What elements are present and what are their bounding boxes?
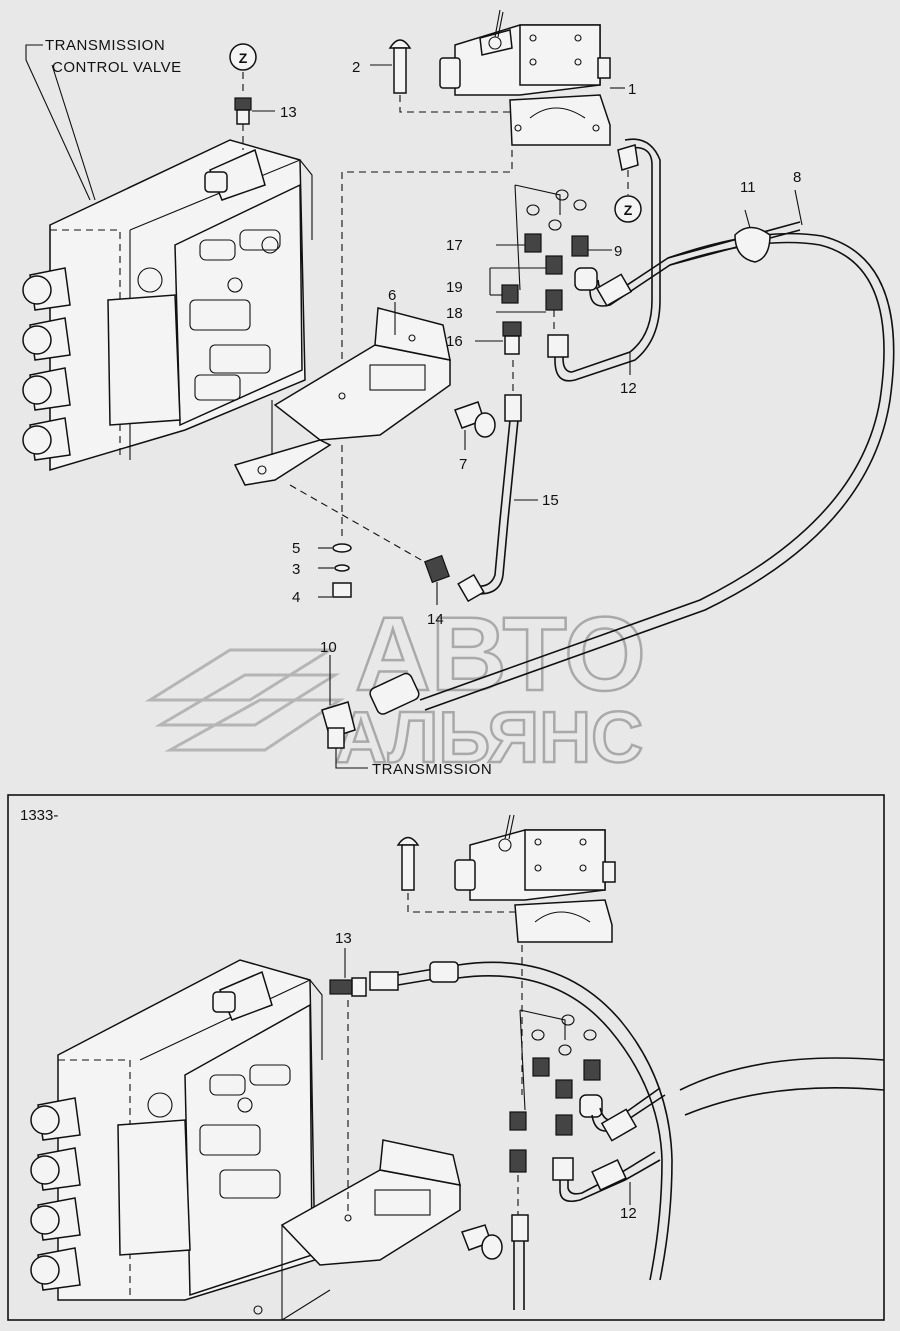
callouts-inset: 13 12: [335, 930, 637, 1222]
callout-12: 12: [620, 380, 637, 397]
callout-13: 13: [280, 104, 297, 121]
part-1-solenoid-valve: [341, 9, 625, 395]
transmission-control-valve: [22, 139, 313, 472]
callout-16: 16: [446, 333, 463, 350]
callout-8: 8: [793, 169, 801, 186]
callout-15: 15: [542, 492, 559, 509]
inset-fitting-cluster: [509, 1009, 666, 1310]
inset-callout-13: 13: [335, 930, 352, 947]
valve-spools: [22, 267, 71, 461]
callout-18: 18: [446, 305, 463, 322]
part-16-fitting: [475, 321, 522, 355]
part-8-hose: [369, 189, 895, 715]
z-marker-top-label: Z: [239, 50, 248, 66]
valve-caption-line1: TRANSMISSION: [45, 37, 165, 54]
part-2-bolt: [370, 39, 510, 113]
part-12-pipe: [547, 138, 801, 382]
part-15-tube: [457, 360, 538, 603]
part-6-bracket: [233, 302, 451, 486]
callout-1: 1: [628, 81, 636, 98]
transmission-caption: TRANSMISSION: [372, 761, 492, 778]
fitting-cluster: [489, 184, 612, 330]
callouts-top: 1 2 3 4 5 6 7 8 9 10 11 12 13 14 15 16 1…: [280, 59, 801, 656]
part-7-screw: [454, 401, 496, 450]
callout-9: 9: [614, 243, 622, 260]
callout-10: 10: [320, 639, 337, 656]
valve-caption-line2: CONTROL VALVE: [52, 59, 182, 76]
inset-solenoid-valve: [396, 814, 616, 1095]
callout-6: 6: [388, 287, 396, 304]
callout-3: 3: [292, 561, 300, 578]
callout-14: 14: [427, 611, 444, 628]
inset-bracket: [253, 1000, 503, 1321]
z-marker-right: Z: [614, 144, 642, 223]
z-marker-top: Z: [229, 43, 257, 95]
inset-line-13: [329, 948, 673, 1281]
callout-5: 5: [292, 540, 300, 557]
valve-caption: TRANSMISSION CONTROL VALVE: [25, 37, 182, 201]
callout-19: 19: [446, 279, 463, 296]
callout-2: 2: [352, 59, 360, 76]
inset-hose-8: [679, 1057, 885, 1116]
part-13-fitting: [234, 97, 275, 150]
inset-serial: 1333-: [20, 807, 58, 824]
part-10-elbow: [321, 655, 368, 769]
washer-stack: [318, 445, 352, 598]
z-marker-right-label: Z: [624, 202, 633, 218]
callout-11: 11: [740, 179, 756, 196]
callout-17: 17: [446, 237, 463, 254]
inset-frame: 1333-: [7, 794, 885, 1321]
inset-callout-12: 12: [620, 1205, 637, 1222]
part-14-fitting: [289, 484, 450, 605]
callout-4: 4: [292, 589, 300, 606]
inset-control-valve: [30, 959, 323, 1301]
callout-7: 7: [459, 456, 467, 473]
